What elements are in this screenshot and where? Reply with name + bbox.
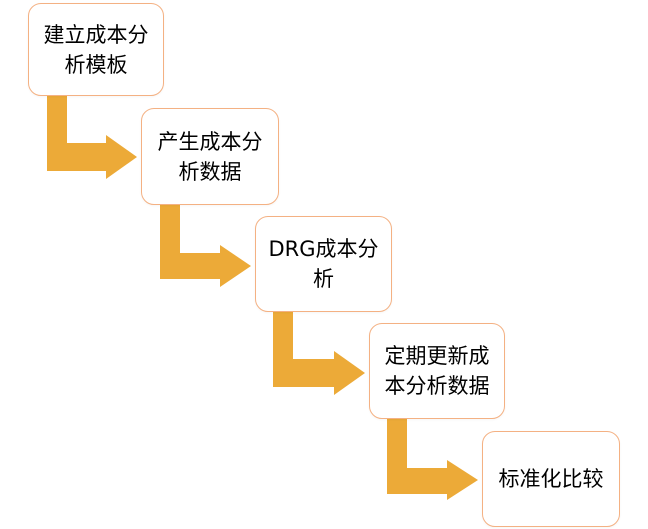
step-box-update-data: 定期更新成本分析数据 (369, 323, 505, 419)
step-label: 标准化比较 (498, 467, 604, 491)
step-label: 定期更新成本分析数据 (384, 344, 490, 398)
bent-arrow-1-to-2 (47, 96, 137, 179)
step-box-generate-data: 产生成本分析数据 (141, 108, 279, 205)
bent-arrow-3-to-4 (273, 312, 365, 395)
step-box-build-template: 建立成本分析模板 (28, 3, 164, 96)
bent-arrow-2-to-3 (160, 205, 251, 287)
step-box-standardized-comparison: 标准化比较 (482, 431, 620, 527)
step-label: 产生成本分析数据 (157, 129, 263, 184)
bent-arrow-4-to-5 (387, 419, 478, 500)
step-label: 建立成本分析模板 (43, 22, 149, 77)
step-label: DRG成本分析 (268, 237, 379, 291)
step-box-drg-analysis: DRG成本分析 (255, 216, 392, 312)
